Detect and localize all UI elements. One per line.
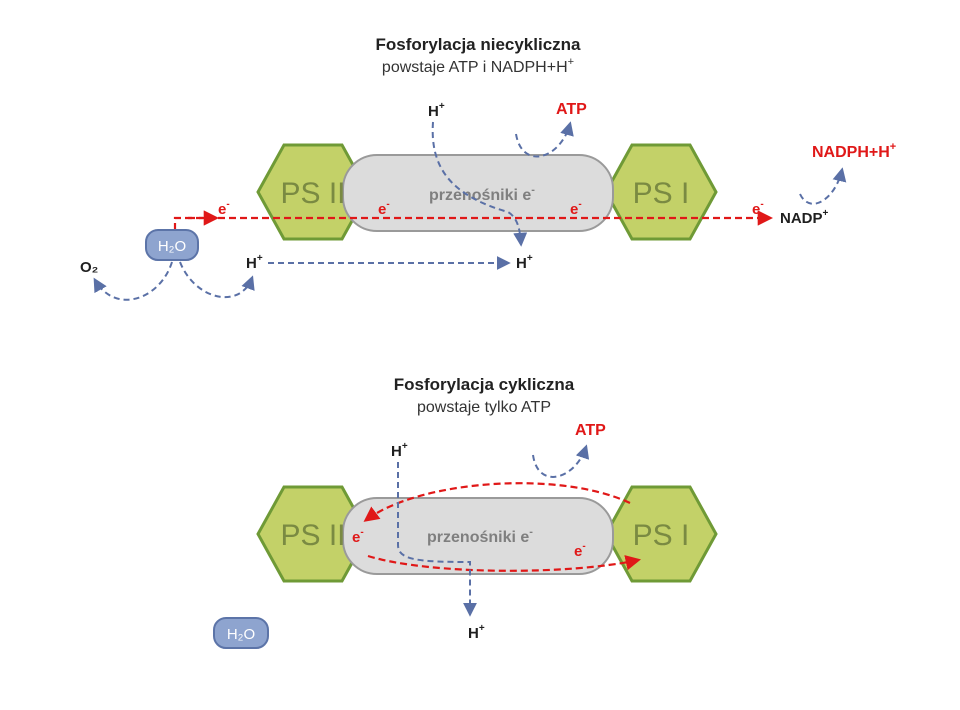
electron-label-cyclic-1: e- bbox=[352, 527, 364, 546]
carriers-label: przenośniki e- bbox=[429, 184, 535, 204]
proton-label-cyclic-bottom: H+ bbox=[468, 623, 485, 642]
noncyclic-subtitle: powstaje ATP i NADPH+H+ bbox=[382, 56, 574, 76]
nadph-label: NADPH+H+ bbox=[812, 141, 896, 161]
electron-label-2: e- bbox=[378, 199, 390, 218]
water-molecule-cyclic bbox=[213, 617, 269, 649]
electron-flow-arrow bbox=[173, 210, 774, 230]
water-split-oxygen-arrow bbox=[93, 261, 173, 301]
electron-label-1: e- bbox=[218, 199, 230, 218]
cyclic-subtitle: powstaje tylko ATP bbox=[417, 399, 551, 416]
proton-label-cyclic-top: H+ bbox=[391, 441, 408, 460]
water-label-cyclic: H₂O bbox=[227, 626, 255, 643]
cyclic-electron-forward-arrow bbox=[367, 554, 642, 572]
electron-label-4: e- bbox=[752, 199, 764, 218]
proton-label-left: H+ bbox=[246, 253, 263, 272]
atp-synthesis-arrow bbox=[515, 121, 574, 158]
water-label: H₂O bbox=[158, 238, 186, 255]
proton-pump-arrow-cyclic bbox=[397, 462, 477, 617]
proton-label-right: H+ bbox=[516, 253, 533, 272]
cyclic-electron-return-arrow bbox=[363, 482, 631, 522]
ps2-label-cyclic: PS II bbox=[280, 519, 345, 552]
water-split-proton-arrow bbox=[179, 261, 255, 299]
proton-pump-arrow bbox=[431, 121, 528, 247]
electron-label-cyclic-2: e- bbox=[574, 541, 586, 560]
ps1-label: PS I bbox=[633, 177, 690, 210]
ps1-complex bbox=[604, 143, 718, 241]
proton-label-top: H+ bbox=[428, 101, 445, 120]
carriers-label-cyclic: przenośniki e- bbox=[427, 526, 533, 546]
noncyclic-panel: Fosforylacja niecykliczna powstaje ATP i… bbox=[80, 35, 896, 301]
atp-label-cyclic: ATP bbox=[575, 422, 606, 439]
electron-label-3: e- bbox=[570, 199, 582, 218]
nadph-formation-arrow bbox=[799, 167, 847, 205]
atp-label: ATP bbox=[556, 101, 587, 118]
water-molecule bbox=[145, 229, 199, 261]
noncyclic-title: Fosforylacja niecykliczna bbox=[375, 35, 581, 54]
ps1-label-cyclic: PS I bbox=[633, 519, 690, 552]
electron-carriers bbox=[342, 154, 614, 232]
cyclic-title: Fosforylacja cykliczna bbox=[394, 375, 575, 394]
oxygen-label: O₂ bbox=[80, 259, 98, 276]
cyclic-panel: Fosforylacja cykliczna powstaje tylko AT… bbox=[213, 375, 718, 649]
ps2-label: PS II bbox=[280, 177, 345, 210]
electron-carriers-cyclic bbox=[342, 497, 614, 575]
nadp-label: NADP+ bbox=[780, 208, 829, 227]
atp-synthesis-arrow-cyclic bbox=[532, 444, 590, 478]
